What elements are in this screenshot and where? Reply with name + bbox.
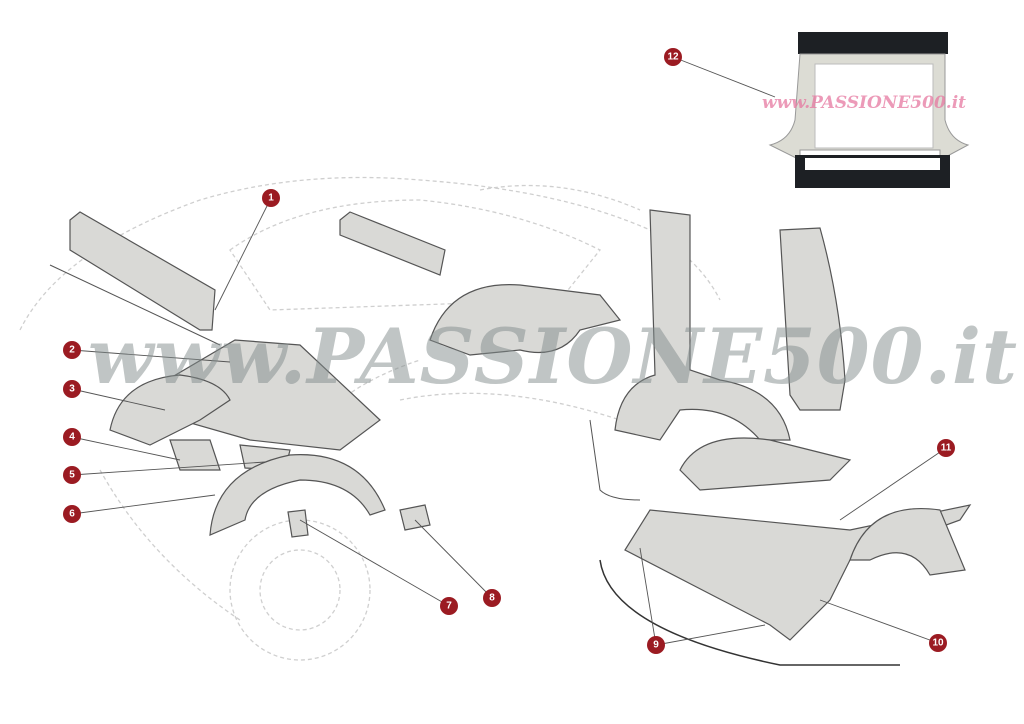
svg-text:7: 7 [446,601,452,612]
callout-8[interactable]: 8 [483,589,501,607]
part-1-rear-crossmember[interactable] [69,211,216,331]
callout-9[interactable]: 9 [647,636,665,654]
watermark-main: www.PASSIONE500.it [88,312,1018,401]
callout-11[interactable]: 11 [937,439,955,457]
svg-text:4: 4 [69,432,75,443]
callout-7[interactable]: 7 [440,597,458,615]
svg-text:8: 8 [489,593,495,604]
callout-4[interactable]: 4 [63,428,81,446]
body-edge-line [589,419,641,501]
part-3-left-wheelhouse[interactable] [109,374,231,446]
svg-text:3: 3 [69,384,75,395]
part-crossmember-ghost [339,211,446,276]
svg-text:5: 5 [69,470,75,481]
leader-lines [71,56,947,646]
part-left-rear-pillar [614,209,791,441]
callout-5[interactable]: 5 [63,466,81,484]
part-7-bracket[interactable] [287,509,309,538]
callout-2[interactable]: 2 [63,341,81,359]
part-rear-wheelhouse [849,508,966,576]
svg-text:11: 11 [941,443,952,454]
body-edge-line [599,559,900,666]
svg-text:9: 9 [653,640,659,651]
part-11-engine-support[interactable] [679,437,852,491]
svg-text:6: 6 [69,509,75,520]
svg-text:10: 10 [932,638,944,649]
callout-12[interactable]: 12 [664,48,682,66]
part-8-mount[interactable] [399,504,431,531]
part-4-bracket[interactable] [169,439,221,471]
callout-3[interactable]: 3 [63,380,81,398]
callout-10[interactable]: 10 [929,634,947,652]
part-engine-tray [429,284,622,356]
part-right-rear-pillar [779,227,846,411]
watermark-photo: www.PASSIONE500.it [762,93,966,113]
svg-text:1: 1 [268,193,274,204]
body-edge-line [49,264,221,346]
svg-text:2: 2 [69,345,75,356]
callout-6[interactable]: 6 [63,505,81,523]
svg-text:12: 12 [667,52,679,63]
part-6-right-wheelhouse[interactable] [209,454,386,536]
callout-1[interactable]: 1 [262,189,280,207]
part-12-photo[interactable] [768,32,970,188]
